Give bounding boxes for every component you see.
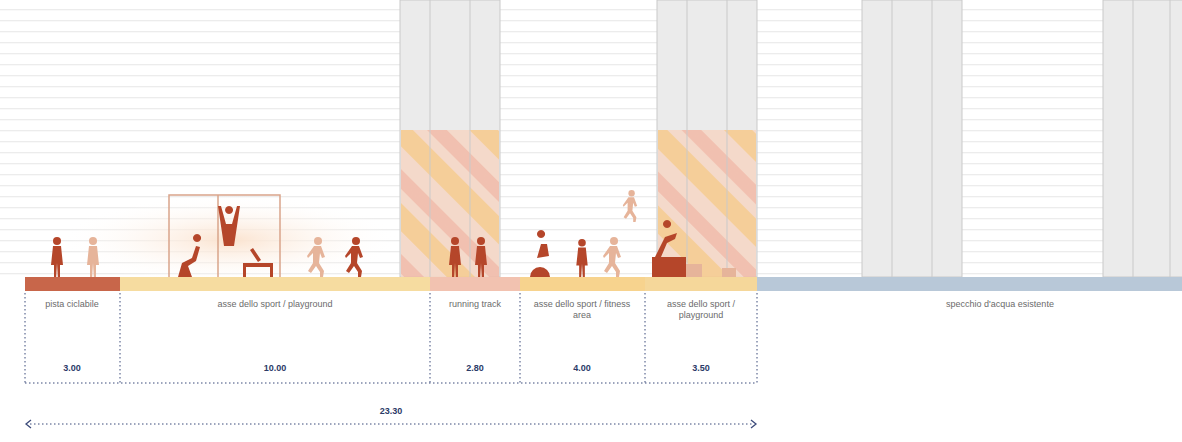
zone-label: specchio d'acqua esistente [900, 299, 1100, 310]
dimension: 10.00 [245, 363, 305, 373]
zone-label: pista ciclabile [32, 299, 112, 310]
dimension: 3.00 [42, 363, 102, 373]
zone-label: asse dello sport / fitness area [527, 299, 637, 321]
dimension: 2.80 [445, 363, 505, 373]
zone-label: asse dello sport / playground [215, 299, 335, 310]
zone-label: running track [435, 299, 515, 310]
dimension-total: 23.30 [377, 406, 406, 416]
dimension: 3.50 [671, 363, 731, 373]
zone-label: asse dello sport / playground [651, 299, 751, 321]
dimension: 4.00 [552, 363, 612, 373]
